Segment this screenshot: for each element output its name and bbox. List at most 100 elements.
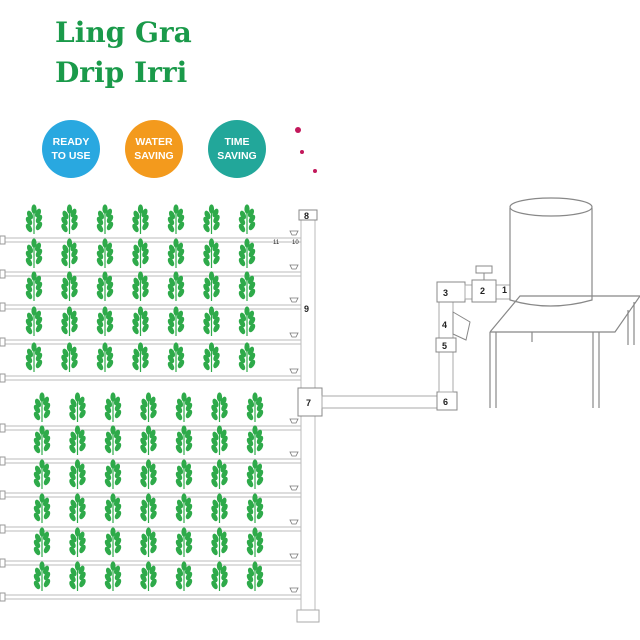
plant xyxy=(140,561,157,591)
badge-label: READY TO USE xyxy=(51,136,91,162)
plant xyxy=(167,271,185,301)
plant xyxy=(96,342,114,372)
end-plug xyxy=(0,558,6,568)
drip-line-row xyxy=(0,271,302,312)
plant xyxy=(33,425,51,455)
plant xyxy=(104,392,122,422)
plant xyxy=(238,238,256,268)
plant xyxy=(140,392,157,422)
title-line-2: Drip Irri xyxy=(55,56,188,89)
plant xyxy=(211,527,228,557)
plant xyxy=(167,306,185,336)
plant xyxy=(33,493,51,523)
plant xyxy=(140,425,157,455)
plant xyxy=(203,238,220,268)
plant xyxy=(238,271,256,301)
plant xyxy=(132,342,149,372)
plant xyxy=(238,342,256,372)
plant xyxy=(175,561,193,591)
plant xyxy=(69,493,86,523)
dripper-valve xyxy=(289,553,299,559)
plant xyxy=(140,527,157,557)
dripper-valve xyxy=(289,368,299,374)
end-plug xyxy=(0,423,6,433)
dripper-valve xyxy=(289,230,299,236)
dripper-valve xyxy=(289,519,299,525)
plant xyxy=(175,392,193,422)
plant xyxy=(69,425,86,455)
label-part-2: 2 xyxy=(480,286,485,296)
plant xyxy=(175,459,193,489)
plant xyxy=(69,459,86,489)
plant xyxy=(132,306,149,336)
dripper-valve xyxy=(289,451,299,457)
plant xyxy=(25,342,43,372)
plant xyxy=(246,493,264,523)
dripper-valve xyxy=(289,485,299,491)
plant xyxy=(61,204,78,234)
badge-label: TIME SAVING xyxy=(217,136,257,162)
end-plug xyxy=(0,302,6,312)
drip-line-row xyxy=(0,459,302,500)
plant xyxy=(211,425,228,455)
plant xyxy=(167,238,185,268)
drip-line-row xyxy=(0,493,302,534)
plant xyxy=(96,306,114,336)
plant xyxy=(25,306,43,336)
plant xyxy=(246,425,264,455)
end-plug xyxy=(0,269,6,279)
end-cap-8 xyxy=(298,209,318,221)
elbow-3 xyxy=(436,281,466,303)
dripper-valve xyxy=(289,332,299,338)
plant xyxy=(61,271,78,301)
filter-4 xyxy=(452,311,471,341)
plant xyxy=(61,238,78,268)
plant xyxy=(33,392,51,422)
plant xyxy=(69,561,86,591)
end-cap-bottom xyxy=(296,609,320,623)
end-plug xyxy=(0,373,6,383)
plant xyxy=(33,561,51,591)
plant xyxy=(211,493,228,523)
plant xyxy=(104,425,122,455)
plant xyxy=(96,271,114,301)
dripper-valve xyxy=(289,587,299,593)
drip-line-row xyxy=(0,204,302,245)
plant xyxy=(25,204,43,234)
drip-line-row xyxy=(0,306,302,347)
plant xyxy=(61,342,78,372)
label-part-4: 4 xyxy=(442,320,447,330)
dripper-valve xyxy=(289,297,299,303)
dripper-valve xyxy=(289,418,299,424)
drip-pipe xyxy=(1,594,302,600)
plant xyxy=(246,527,264,557)
plant xyxy=(211,459,228,489)
plant xyxy=(96,204,114,234)
plant xyxy=(104,459,122,489)
label-part-5: 5 xyxy=(442,341,447,351)
plant xyxy=(69,527,86,557)
plant xyxy=(25,238,43,268)
main-vertical-pipe xyxy=(300,211,316,623)
plant xyxy=(175,527,193,557)
plant xyxy=(132,238,149,268)
tank-stand xyxy=(489,295,640,408)
badge-time-saving: TIME SAVING xyxy=(208,120,266,178)
label-part-3: 3 xyxy=(443,288,448,298)
plant xyxy=(61,306,78,336)
plant xyxy=(167,204,185,234)
plant xyxy=(33,527,51,557)
plant xyxy=(69,392,86,422)
badge-water-saving: WATER SAVING xyxy=(125,120,183,178)
drip-pipe xyxy=(1,375,302,381)
plant xyxy=(238,204,256,234)
plant xyxy=(104,527,122,557)
drip-pipe xyxy=(1,237,302,243)
decorative-dots xyxy=(295,127,317,173)
plant xyxy=(175,425,193,455)
end-plug xyxy=(0,456,6,466)
plant xyxy=(246,561,264,591)
label-part-9: 9 xyxy=(304,304,309,314)
drip-pipe xyxy=(1,304,302,310)
